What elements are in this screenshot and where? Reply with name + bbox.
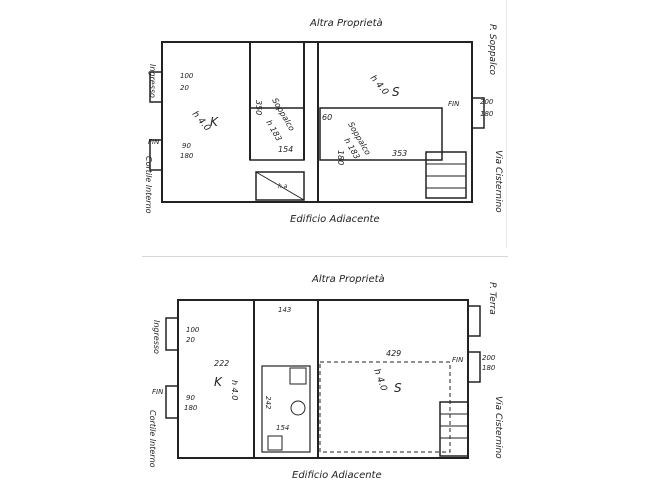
- ground-room-s-height: h 4.0: [371, 368, 388, 393]
- right-side-label-b: Via Cisternino: [493, 150, 503, 213]
- win-left-1-w: 100: [180, 72, 194, 80]
- ground-left-side-label-b: Cortile Interno: [148, 410, 157, 468]
- top-side-label: Altra Proprietà: [309, 17, 383, 29]
- ground-win-left-2-w: 90: [186, 394, 195, 402]
- ground-dim-222: 222: [214, 359, 229, 368]
- win-right-w: 200: [480, 98, 494, 106]
- floor-plan-ground-sheet: [142, 256, 508, 493]
- top-window-right: [471, 97, 485, 129]
- win-right-h: 180: [480, 110, 494, 118]
- ground-win-right-h: 180: [482, 364, 496, 372]
- top-cell: [255, 171, 305, 201]
- right-side-label-a: P. Soppalco: [487, 24, 497, 76]
- room-s-label: S: [392, 85, 400, 99]
- ground-dim-143: 143: [278, 306, 291, 314]
- ground-dim-154: 154: [276, 424, 289, 432]
- dim-154: 154: [278, 145, 293, 154]
- cell-label: h.a: [278, 183, 288, 190]
- ground-right-side-label-b: Via Cisternino: [493, 396, 503, 459]
- room-s-height: h 4.0: [368, 74, 391, 98]
- bottom-stairs: [439, 401, 469, 457]
- room-k-height: h 4.0: [190, 110, 213, 134]
- ground-win-left-2-h: 180: [184, 404, 198, 412]
- bottom-bath: [261, 365, 311, 453]
- ground-dim-242: 242: [264, 396, 272, 410]
- ground-win-left-1-h: 20: [186, 336, 195, 344]
- top-window-left-2: [149, 139, 163, 171]
- bottom-side-label: Edificio Adiacente: [290, 214, 380, 225]
- dim-180: 180: [336, 150, 345, 165]
- ground-room-k-height: h 4.0: [230, 380, 239, 400]
- fin-left: FIN: [148, 138, 160, 146]
- ground-win-right-w: 200: [482, 354, 496, 362]
- room-k-label: K: [210, 115, 219, 129]
- ground-room-k-label: K: [214, 375, 223, 389]
- dim-350: 350: [254, 100, 263, 115]
- ground-top-side-label: Altra Proprietà: [311, 273, 385, 285]
- ground-fin-left: FIN: [152, 388, 164, 396]
- dim-353: 353: [392, 149, 407, 158]
- top-window-left-1: [149, 71, 163, 103]
- ground-dim-429: 429: [386, 349, 401, 358]
- ground-right-side-label-a: P. Terra: [487, 282, 497, 315]
- top-stairs: [425, 151, 467, 199]
- ground-room-s-label: S: [394, 381, 402, 395]
- bottom-window-left-1: [165, 317, 179, 351]
- ground-bottom-side-label: Edificio Adiacente: [292, 470, 382, 481]
- left-side-label-b: Cortile Interno: [144, 156, 153, 214]
- bottom-soppalco-outline: [319, 361, 451, 453]
- ground-win-left-1-w: 100: [186, 326, 200, 334]
- win-left-1-h: 20: [180, 84, 189, 92]
- fin-right: FIN: [448, 100, 460, 108]
- bottom-window-right-1: [467, 305, 481, 337]
- ground-fin-right: FIN: [452, 356, 464, 364]
- top-soppalco-right: [319, 107, 443, 161]
- soppalco-left-height: h 183: [264, 119, 283, 143]
- win-left-2-h: 180: [180, 152, 194, 160]
- bottom-window-right-2: [467, 351, 481, 383]
- left-side-label-a: Ingresso: [148, 64, 157, 98]
- win-left-2-w: 90: [182, 142, 191, 150]
- top-cell-diag: [255, 171, 305, 201]
- ground-left-side-label-a: Ingresso: [152, 320, 161, 354]
- top-soppalco-left: [249, 107, 305, 161]
- bottom-window-left-2: [165, 385, 179, 419]
- dim-60: 60: [322, 113, 332, 122]
